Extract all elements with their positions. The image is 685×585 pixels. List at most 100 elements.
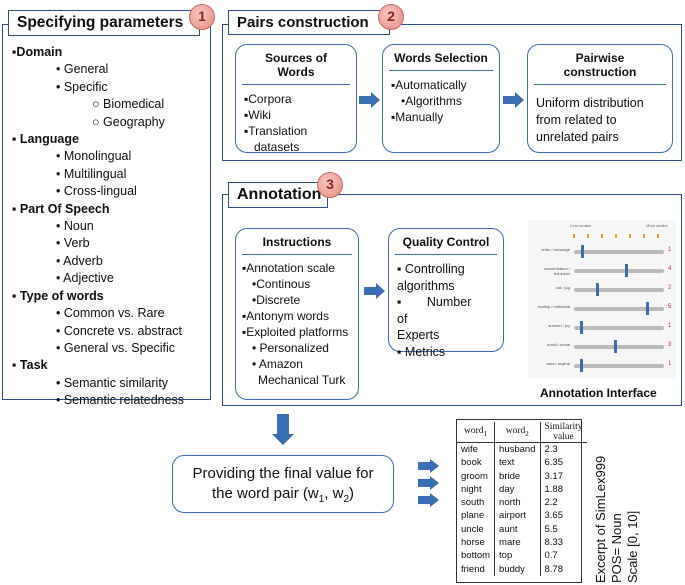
slider-track[interactable] <box>574 288 664 292</box>
arrow-right-icon <box>418 493 439 507</box>
table-cell: buddy <box>494 562 540 576</box>
parameter-item: • Semantic relatedness <box>56 393 185 408</box>
table-cell: mare <box>494 536 540 550</box>
list-item: • Amazon <box>252 357 303 371</box>
badge-2: 2 <box>378 4 404 30</box>
interface-row: area / regime 1 <box>528 356 676 375</box>
scale-tick <box>615 234 617 238</box>
instructions-title: Instructions <box>242 229 352 255</box>
table-cell: horse <box>461 537 485 549</box>
list-item: ▪Exploited platforms <box>242 325 349 339</box>
sources-of-words-box: Sources of Words ▪Corpora ▪Wiki ▪Transla… <box>235 44 357 154</box>
scale-tick <box>601 234 603 238</box>
list-item: ▪Corpora <box>244 92 292 106</box>
parameter-item: • Monolingual <box>56 149 132 164</box>
column-header-word1: word1 <box>457 422 495 443</box>
pairwise-construction-text: Uniform distribution from related to unr… <box>536 96 644 144</box>
interface-row: brazil / moral 3 <box>528 337 676 356</box>
final-value-line1: Providing the final value for <box>192 465 374 482</box>
parameters-list: ▪Domain• General• Specific○ Biomedical○ … <box>4 44 209 410</box>
interface-row-label: autumn / joy <box>548 323 570 328</box>
table-cell: 2.3 <box>539 442 587 457</box>
slider-handle[interactable] <box>580 321 584 334</box>
words-selection-title: Words Selection <box>389 45 493 71</box>
parameter-item: ○ Biomedical <box>92 97 165 112</box>
slider-track[interactable] <box>574 345 664 349</box>
parameter-item: • Noun <box>56 219 94 234</box>
interface-row-score: 5 <box>668 304 672 310</box>
table-cell: 1.88 <box>539 482 587 497</box>
interface-row: tail / jug 2 <box>528 280 676 299</box>
interface-row-label: area / regime <box>546 361 570 366</box>
caption-line: Scale [0, 10] <box>625 510 640 583</box>
interface-row-label: tail / jug <box>556 285 570 290</box>
list-item: ▪Translation <box>244 124 308 138</box>
table-cell: 3.17 <box>539 469 587 483</box>
slider-track[interactable] <box>574 326 664 330</box>
sources-of-words-list: ▪Corpora ▪Wiki ▪Translation datasets <box>236 85 356 161</box>
table-cell: 5.5 <box>539 522 587 537</box>
interface-row-label: letter / message <box>541 247 570 252</box>
list-item: •Algorithms <box>401 94 462 108</box>
table-cell: husband <box>494 442 540 457</box>
quality-control-list: ▪ Controlling algorithms ▪ Number of Exp… <box>389 255 503 366</box>
parameter-item: • Semantic similarity <box>56 375 169 390</box>
interface-row-label: brazil / moral <box>547 342 570 347</box>
caption-line: POS= Noun <box>609 513 624 583</box>
slider-handle[interactable] <box>646 302 650 315</box>
list-item: ▪ Number of <box>397 295 472 326</box>
table-cell: plane <box>461 510 485 522</box>
specifying-parameters-title: Specifying parameters <box>8 10 200 36</box>
parameter-item: • General vs. Specific <box>56 340 176 355</box>
table-cell: 8.78 <box>539 562 587 576</box>
quality-control-title: Quality Control <box>395 229 497 255</box>
list-item: •Discrete <box>252 293 301 307</box>
pairwise-construction-box: Pairwise construction Uniform distributi… <box>527 44 673 153</box>
interface-row-score: 3 <box>668 342 672 348</box>
list-item: ▪Automatically <box>391 78 467 92</box>
arrow-right-icon <box>364 283 385 299</box>
table-cell: top <box>494 549 540 563</box>
quality-control-box: Quality Control ▪ Controlling algorithms… <box>388 228 504 359</box>
interface-row-score: 1 <box>668 361 672 367</box>
interface-row-label: concentration / boldness <box>543 266 570 276</box>
parameter-item: • Common vs. Rare <box>56 306 165 321</box>
slider-handle[interactable] <box>581 245 585 258</box>
slider-track[interactable] <box>574 269 664 273</box>
arrow-down-icon <box>272 414 294 445</box>
table-cell: wife <box>461 444 478 455</box>
parameter-item: • Cross-lingual <box>56 184 137 199</box>
table-caption: Excerpt of SimLex999 POS= Noun Scale [0,… <box>593 413 685 583</box>
table-cell: 6.35 <box>539 456 587 470</box>
table-cell: 3.65 <box>539 509 587 523</box>
slider-track[interactable] <box>574 307 664 311</box>
words-selection-box: Words Selection ▪Automatically •Algorith… <box>382 44 500 153</box>
parameter-item: • Concrete vs. abstract <box>56 323 182 338</box>
slider-track[interactable] <box>574 250 664 254</box>
final-value-mid: , w <box>324 485 344 502</box>
list-item: •Continous <box>252 277 311 291</box>
parameter-heading: ▪Domain <box>12 45 63 59</box>
slider-handle[interactable] <box>613 340 617 353</box>
table-cell: uncle <box>461 523 484 535</box>
parameter-heading: ▪ Language <box>12 132 79 147</box>
slider-track[interactable] <box>574 364 664 368</box>
slider-handle[interactable] <box>625 264 629 277</box>
annotation-interface-caption: Annotation Interface <box>540 386 657 400</box>
column-header-similarity: Similarity value <box>539 422 587 443</box>
slider-handle[interactable] <box>580 359 584 372</box>
badge-3: 3 <box>317 172 343 198</box>
parameter-item: • Multilingual <box>56 166 127 181</box>
badge-1: 1 <box>189 4 215 30</box>
list-item: ▪Annotation scale <box>242 261 335 275</box>
interface-row-score: 2 <box>668 285 672 291</box>
slider-handle[interactable] <box>596 283 599 296</box>
